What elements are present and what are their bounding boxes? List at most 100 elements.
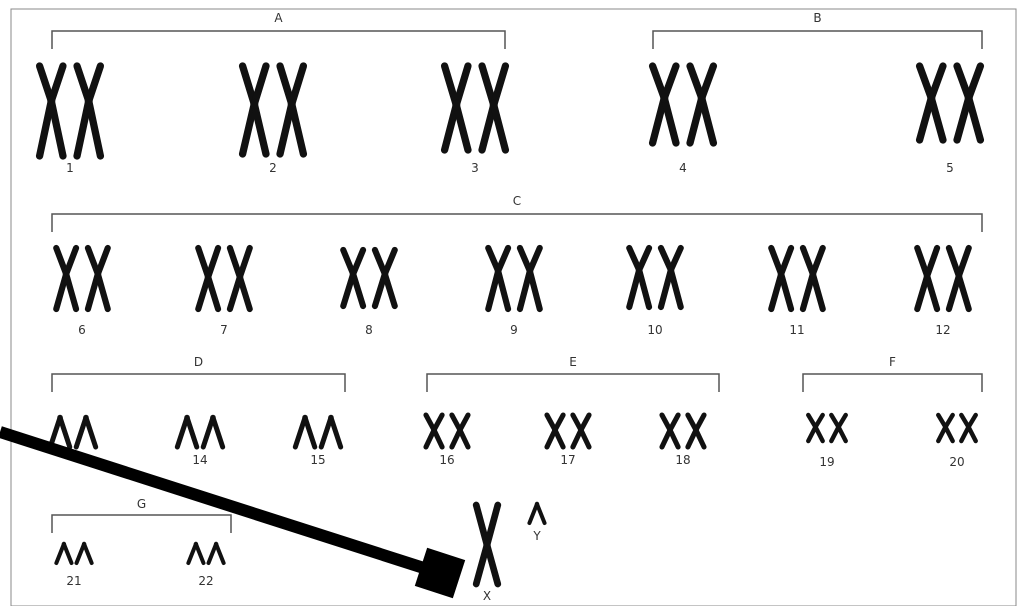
chromosome-number: 8 <box>365 323 373 337</box>
chromosome <box>626 244 653 311</box>
chromosome <box>292 414 318 450</box>
chromosome-pair <box>485 244 543 313</box>
sex-chromosome <box>527 501 547 525</box>
group-letter: F <box>889 355 896 369</box>
chromosome-number: 4 <box>679 161 687 175</box>
chromosome <box>54 541 74 565</box>
group-letter: A <box>274 11 283 25</box>
chromosome <box>914 244 941 313</box>
pointer-arrow-shaft <box>0 426 432 576</box>
chromosome-pair <box>340 246 398 310</box>
chromosome-pair <box>35 62 105 160</box>
chromosome <box>657 244 684 311</box>
chromosome-pair <box>626 244 684 311</box>
chromosome <box>73 414 99 450</box>
chromosome-number: 12 <box>935 323 950 337</box>
chromosome-number: 6 <box>78 323 86 337</box>
chromosome <box>685 412 707 450</box>
chromosome-pair <box>440 62 510 154</box>
chromosome-pair <box>648 62 718 147</box>
chromosome-number: 10 <box>647 323 662 337</box>
group-bracket: B <box>652 11 983 49</box>
chromosome-number: 14 <box>192 453 207 467</box>
chromosome <box>686 62 718 147</box>
sex-chromosome-label: Y <box>532 529 541 543</box>
chromosome-number: 9 <box>510 323 518 337</box>
chromosome <box>799 244 826 313</box>
chromosome <box>174 414 200 450</box>
chromosome <box>340 246 367 310</box>
chromosome-pair <box>659 412 707 450</box>
group-bracket: D <box>51 355 346 392</box>
chromosome <box>829 412 848 444</box>
chromosome-number: 18 <box>675 453 690 467</box>
chromosome <box>276 62 308 158</box>
chromosome <box>936 412 955 444</box>
chromosome <box>423 412 445 450</box>
chromosome-pair <box>544 412 592 450</box>
group-bracket: G <box>51 497 232 533</box>
chromosome <box>953 62 985 144</box>
chromosome <box>195 244 222 313</box>
chromosome-pair <box>238 62 308 158</box>
chromosome-pair <box>423 412 471 450</box>
chromosome-number: 20 <box>949 455 964 469</box>
chromosome-pair <box>806 412 848 444</box>
chromosome-number: 17 <box>560 453 575 467</box>
chromosome-pair <box>915 62 985 144</box>
chromosome-number: 16 <box>439 453 454 467</box>
chromosome <box>371 246 398 310</box>
chromosome <box>440 62 472 154</box>
chromosome <box>35 62 67 160</box>
group-letter: E <box>569 355 577 369</box>
chromosome-pair <box>53 244 111 313</box>
chromosome <box>478 62 510 154</box>
chromosome-number: 7 <box>220 323 228 337</box>
chromosome-pair <box>292 414 344 450</box>
chromosome-number: 3 <box>471 161 479 175</box>
chromosome <box>544 412 566 450</box>
chromosome <box>238 62 270 158</box>
chromosome-pair <box>54 541 94 565</box>
figure-border <box>10 8 1017 606</box>
chromosome-number: 2 <box>269 161 277 175</box>
chromosome-pair <box>195 244 253 313</box>
chromosome-number: 15 <box>310 453 325 467</box>
chromosome <box>915 62 947 144</box>
group-letter: B <box>813 11 821 25</box>
sex-chromosome-label: X <box>483 589 491 603</box>
chromosome <box>74 541 94 565</box>
chromosome <box>945 244 972 313</box>
chromosome <box>318 414 344 450</box>
sex-chromosome <box>472 501 502 588</box>
chromosome <box>449 412 471 450</box>
chromosome-number: 21 <box>66 574 81 588</box>
group-bracket: E <box>426 355 720 392</box>
group-bracket: C <box>51 194 983 232</box>
chromosome <box>485 244 512 313</box>
chromosome <box>200 414 226 450</box>
chromosome <box>206 541 226 565</box>
chromosome-number: 5 <box>946 161 954 175</box>
group-bracket: F <box>802 355 983 392</box>
chromosome <box>570 412 592 450</box>
chromosome <box>768 244 795 313</box>
chromosome <box>659 412 681 450</box>
chromosome-pair <box>936 412 978 444</box>
group-bracket: A <box>51 11 506 49</box>
chromosome-number: 19 <box>819 455 834 469</box>
chromosome-number: 1 <box>66 161 74 175</box>
chromosome-pair <box>768 244 826 313</box>
chromosome <box>959 412 978 444</box>
pointer-arrow-head <box>414 547 466 599</box>
chromosome-pair <box>186 541 226 565</box>
chromosome-number: 22 <box>198 574 213 588</box>
chromosome <box>53 244 80 313</box>
chromosome-number: 11 <box>789 323 804 337</box>
chromosome-pair <box>914 244 972 313</box>
chromosome <box>648 62 680 147</box>
chromosome <box>186 541 206 565</box>
chromosome <box>73 62 105 160</box>
group-letter: D <box>194 355 203 369</box>
